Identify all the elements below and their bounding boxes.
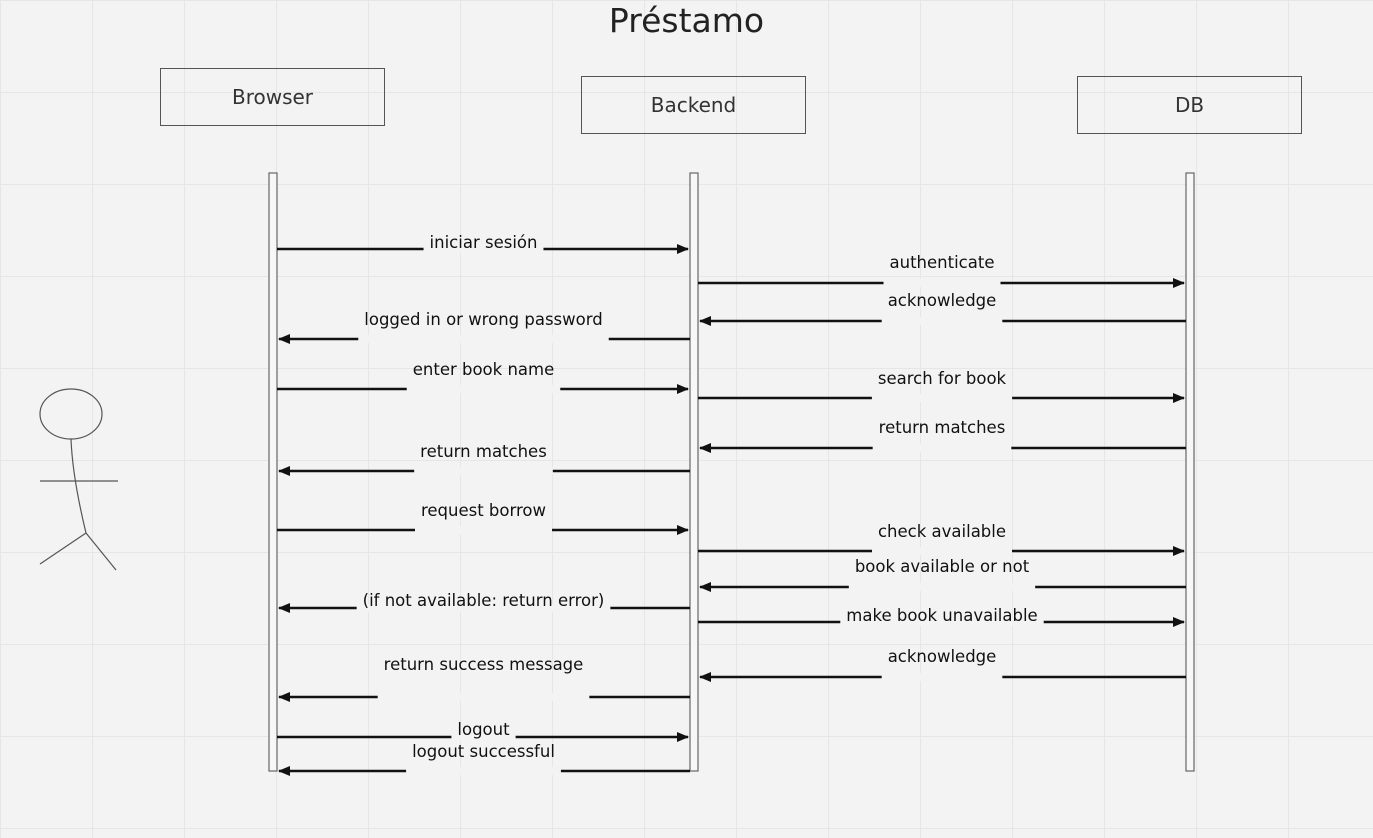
message-label: authenticate [890,253,995,272]
message-label: enter book name [413,360,555,379]
participant-db[interactable]: DB [1077,76,1302,134]
message-label-gap [377,693,590,701]
message-label-gap [883,279,1001,287]
message-label: acknowledge [888,291,997,310]
message-label-gap [406,767,561,775]
message-label-gap [881,317,1003,325]
message-label-gap [423,245,544,253]
participant-backend[interactable]: Backend [581,76,806,134]
message-label: make book unavailable [846,606,1037,625]
message-label-gap [871,394,1013,402]
lifeline-db [1185,172,1195,772]
message-label-gap [414,526,553,534]
message-label-gap [451,733,516,741]
message-label-gap [406,385,561,393]
message-label: logout successful [412,742,555,761]
message-label-gap [872,444,1012,452]
message-label: book available or not [855,557,1030,576]
message-label: search for book [878,369,1007,388]
lifeline-backend [689,172,699,772]
message-label: return matches [420,442,547,461]
message-label-gap [414,467,553,475]
message-label: request borrow [421,501,546,520]
message-label: check available [878,522,1006,541]
message-label: acknowledge [888,647,997,666]
message-label-gap [358,335,609,343]
participant-browser[interactable]: Browser [160,68,385,126]
diagram-title: Préstamo [608,1,765,40]
actor-user-icon [39,388,118,571]
message-label: return matches [879,418,1006,437]
message-label-gap [848,583,1036,591]
message-label-gap [871,547,1013,555]
message-label-gap [840,618,1044,626]
message-label: return success message [384,655,584,674]
lifeline-browser [268,172,278,772]
message-label: iniciar sesión [430,233,538,252]
message-label: (if not available: return error) [363,591,605,610]
message-label: logged in or wrong password [364,310,602,329]
message-label: logout [457,720,510,739]
message-label-gap [356,604,611,612]
message-label-gap [881,673,1003,681]
